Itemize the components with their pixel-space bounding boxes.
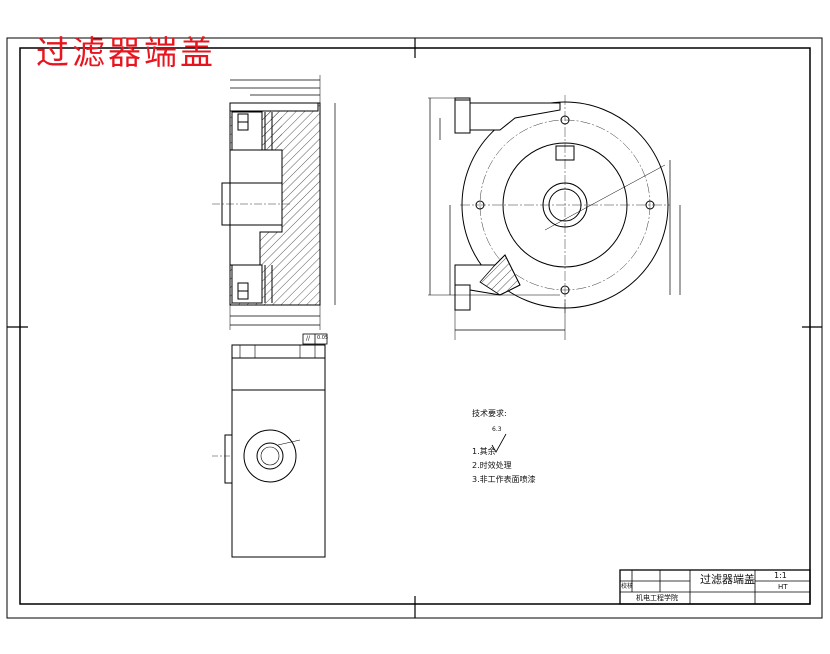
- front-section-view: [212, 75, 336, 330]
- inner-frame: [19, 47, 811, 605]
- title-block-material: HT: [778, 583, 788, 591]
- note-item-1: 1.其余: [472, 447, 496, 456]
- title-block-checker: 校核: [621, 583, 634, 590]
- title-block-part-name: 过滤器端盖: [700, 573, 755, 586]
- title-block-school: 机电工程学院: [636, 594, 678, 602]
- end-view: [212, 344, 326, 558]
- side-view: [428, 95, 681, 340]
- notes-heading: 技术要求:: [472, 409, 507, 418]
- drawing-title: 过滤器端盖: [36, 33, 216, 72]
- title-block-scale: 1:1: [774, 571, 787, 580]
- title-block-lines: [619, 569, 811, 605]
- tolerance-symbol: //: [306, 335, 311, 342]
- note-item-2: 2.时效处理: [472, 461, 512, 470]
- tolerance-value: 0.05: [317, 335, 329, 341]
- lug-hatch: [479, 254, 521, 296]
- roughness-symbol: [491, 433, 507, 453]
- roughness-value: 6.3: [492, 426, 502, 433]
- note-item-3: 3.非工作表面喷漆: [472, 475, 536, 484]
- outer-frame: [6, 37, 823, 619]
